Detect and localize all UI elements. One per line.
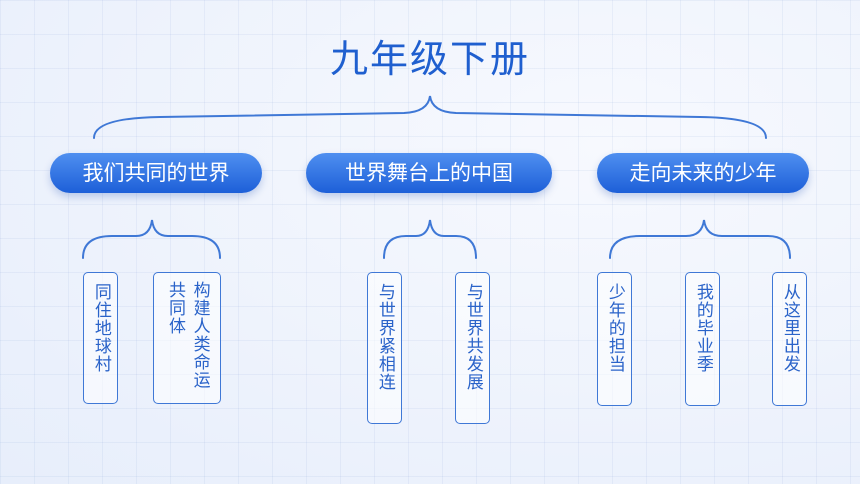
- lesson-box: 同住地球村: [83, 272, 118, 404]
- lesson-label: 同住地球村: [90, 283, 111, 373]
- lesson-label: 与世界紧相连: [374, 283, 395, 391]
- page-title: 九年级下册: [329, 37, 530, 81]
- lesson-box: 与世界共发展: [455, 272, 490, 424]
- lesson-box: 从这里出发: [772, 272, 807, 406]
- unit-label-2: 世界舞台上的中国: [345, 161, 513, 185]
- lesson-label: 我的毕业季: [692, 283, 713, 373]
- lesson-box: 少年的担当: [597, 272, 632, 406]
- brace-unit-1: [82, 219, 221, 259]
- brace-unit-3: [609, 219, 791, 259]
- unit-label-3: 走向未来的少年: [629, 161, 777, 185]
- lesson-box: 我的毕业季: [685, 272, 720, 406]
- top-brace: [93, 95, 767, 139]
- lesson-label: 构建人类命运共同体: [165, 281, 210, 389]
- unit-pill-1: 我们共同的世界: [50, 153, 262, 193]
- lesson-box: 与世界紧相连: [367, 272, 402, 424]
- brace-unit-2: [383, 219, 477, 259]
- lesson-label: 从这里出发: [779, 283, 800, 373]
- unit-pill-2: 世界舞台上的中国: [306, 153, 552, 193]
- lesson-label: 与世界共发展: [462, 283, 483, 391]
- lesson-label: 少年的担当: [604, 283, 625, 373]
- unit-label-1: 我们共同的世界: [82, 161, 230, 185]
- lesson-box: 构建人类命运共同体: [153, 272, 221, 404]
- unit-pill-3: 走向未来的少年: [597, 153, 809, 193]
